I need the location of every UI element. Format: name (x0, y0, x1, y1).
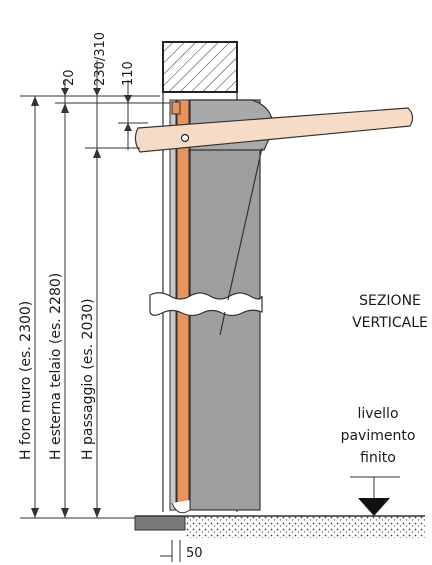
break-marks (149, 292, 263, 317)
section-title-line1: SEZIONE (359, 293, 421, 309)
top-bracket (171, 101, 181, 115)
arm-pivot (180, 133, 190, 143)
wall-lintel (162, 41, 238, 93)
dim-20-label: 20 (62, 69, 77, 86)
floor-level-triangle (358, 498, 390, 516)
floor-gravel (185, 516, 425, 538)
floor-label-line2: pavimento (341, 428, 416, 444)
dim-50-label: 50 (186, 546, 203, 561)
section-title-line2: VERTICALE (352, 315, 428, 331)
dimension-lines (20, 60, 181, 562)
floor-label-line3: finito (360, 450, 396, 466)
dim-h-esterna-telaio-label: H esterna telaio (es. 2280) (48, 273, 64, 460)
dim-h-passaggio-label: H passaggio (es. 2030) (80, 298, 96, 460)
dim-230-310-label: 230/310 (93, 32, 108, 86)
door-bottom-seal (171, 500, 191, 514)
opening-arm (134, 107, 414, 153)
dim-h-foro-muro-label: H foro muro (es. 2300) (18, 301, 34, 460)
dimension-arrows (31, 88, 132, 518)
threshold-plate (134, 515, 186, 531)
support-strut (227, 147, 263, 301)
floor-label-line1: livello (357, 406, 398, 422)
dim-110-label: 110 (121, 61, 136, 86)
support-strut-lower (219, 311, 226, 336)
